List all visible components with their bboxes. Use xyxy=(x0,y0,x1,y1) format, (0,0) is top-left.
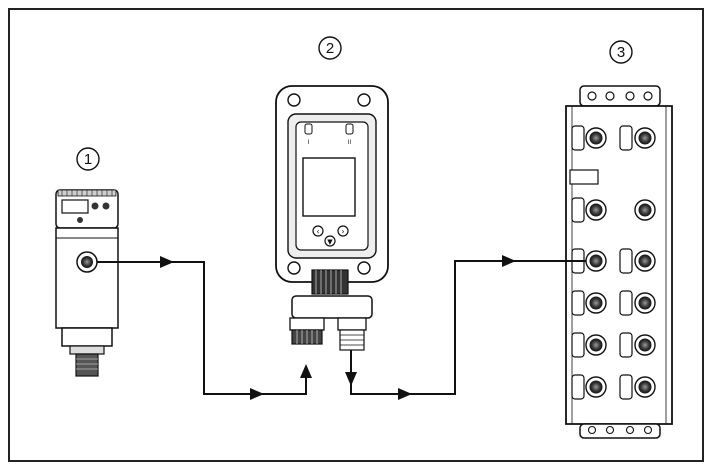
adapter-display xyxy=(302,157,356,217)
adapter-button-center-glyph: ▼ xyxy=(327,238,333,246)
io-module-device xyxy=(565,85,673,439)
sensor-label: 1 xyxy=(84,151,92,168)
adapter-device: I II ‹ ▼ › xyxy=(275,85,389,351)
io-port-row-5 xyxy=(571,332,656,358)
arrow-right-icon xyxy=(398,388,412,400)
mounting-hole xyxy=(357,261,371,275)
arrow-up-icon xyxy=(300,364,312,378)
io-module-label-circle xyxy=(609,40,633,64)
adapter-label-circle xyxy=(318,36,342,60)
led-label-1: I xyxy=(308,140,310,146)
sensor-label-circle xyxy=(76,147,100,171)
mounting-hole xyxy=(287,93,301,107)
arrowheads xyxy=(160,255,516,400)
led-indicator xyxy=(304,123,313,135)
adapter-label: 2 xyxy=(326,40,334,57)
adapter-button-left xyxy=(312,225,324,237)
adapter-button-right xyxy=(337,225,349,237)
adapter-button-left-glyph: ‹ xyxy=(316,227,319,236)
mounting-hole xyxy=(357,93,371,107)
io-module-label: 3 xyxy=(617,44,625,61)
arrow-down-icon xyxy=(345,372,357,386)
io-port-row-2 xyxy=(571,197,656,223)
arrow-right-icon xyxy=(160,256,174,268)
io-port-row-1 xyxy=(571,125,656,151)
y-splitter xyxy=(291,295,373,319)
led-label-2: II xyxy=(348,140,352,146)
io-port-row-6 xyxy=(571,374,656,400)
sensor-display xyxy=(61,199,89,214)
adapter-button-right-glyph: › xyxy=(341,227,344,236)
io-port-row-4 xyxy=(571,290,656,316)
mounting-hole xyxy=(287,261,301,275)
sensor-button xyxy=(91,202,99,210)
arrow-right-icon xyxy=(502,255,516,267)
adapter-button-center xyxy=(324,235,336,247)
sensor-device xyxy=(55,189,119,377)
led-indicator xyxy=(345,123,354,135)
sensor-button xyxy=(102,202,110,210)
arrow-right-icon xyxy=(250,388,264,400)
